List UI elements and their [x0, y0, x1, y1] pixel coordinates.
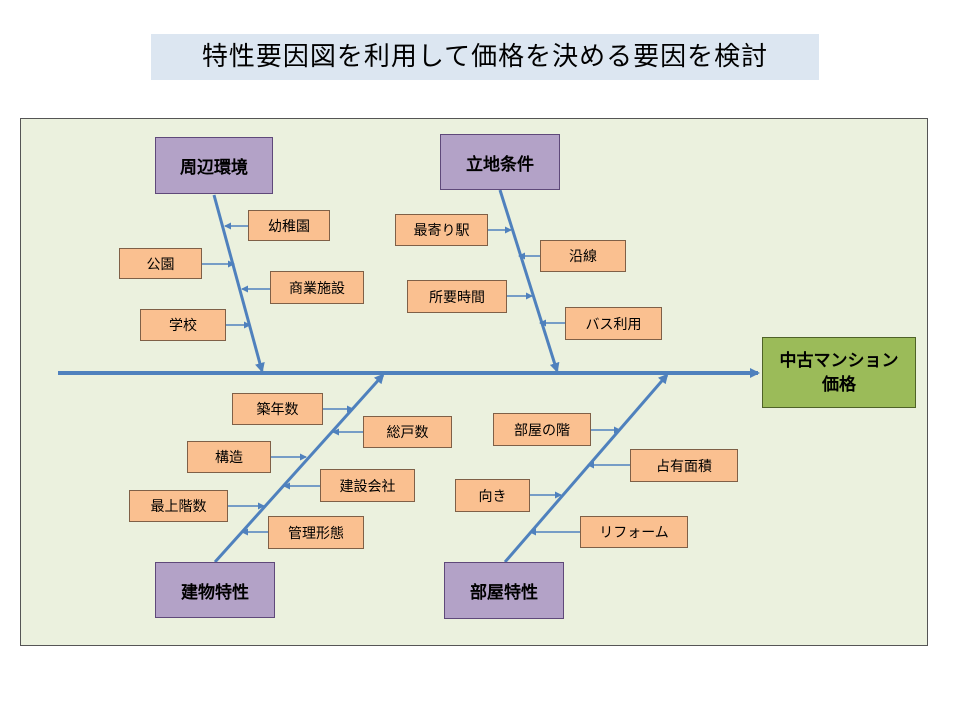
factor-park: 公園 — [119, 248, 202, 279]
category-surroundings: 周辺環境 — [155, 137, 273, 194]
factor-bus-use: バス利用 — [565, 307, 662, 340]
factor-renovation: リフォーム — [580, 516, 688, 548]
factor-railway-line: 沿線 — [540, 240, 626, 272]
factor-kindergarten: 幼稚園 — [248, 210, 330, 241]
factor-management-form: 管理形態 — [268, 516, 364, 549]
category-room: 部屋特性 — [444, 562, 564, 619]
factor-structure: 構造 — [187, 441, 271, 473]
category-location: 立地条件 — [440, 134, 560, 190]
factor-orientation: 向き — [455, 479, 530, 512]
bone-surroundings — [212, 194, 265, 373]
category-building: 建物特性 — [155, 562, 275, 618]
factor-building-age: 築年数 — [232, 393, 323, 425]
factor-travel-time: 所要時間 — [407, 280, 507, 313]
effect-box: 中古マンション価格 — [762, 337, 916, 408]
factor-floor-area: 占有面積 — [630, 449, 738, 482]
factor-school: 学校 — [140, 309, 226, 341]
factor-top-floor: 最上階数 — [129, 490, 228, 522]
factor-room-floor: 部屋の階 — [493, 413, 591, 446]
bone-location — [498, 189, 560, 373]
page-title: 特性要因図を利用して価格を決める要因を検討 — [151, 34, 819, 80]
factor-nearest-station: 最寄り駅 — [395, 214, 488, 246]
factor-commercial-facility: 商業施設 — [270, 271, 364, 304]
factor-construction-company: 建設会社 — [320, 469, 415, 502]
factor-total-units: 総戸数 — [363, 416, 452, 448]
